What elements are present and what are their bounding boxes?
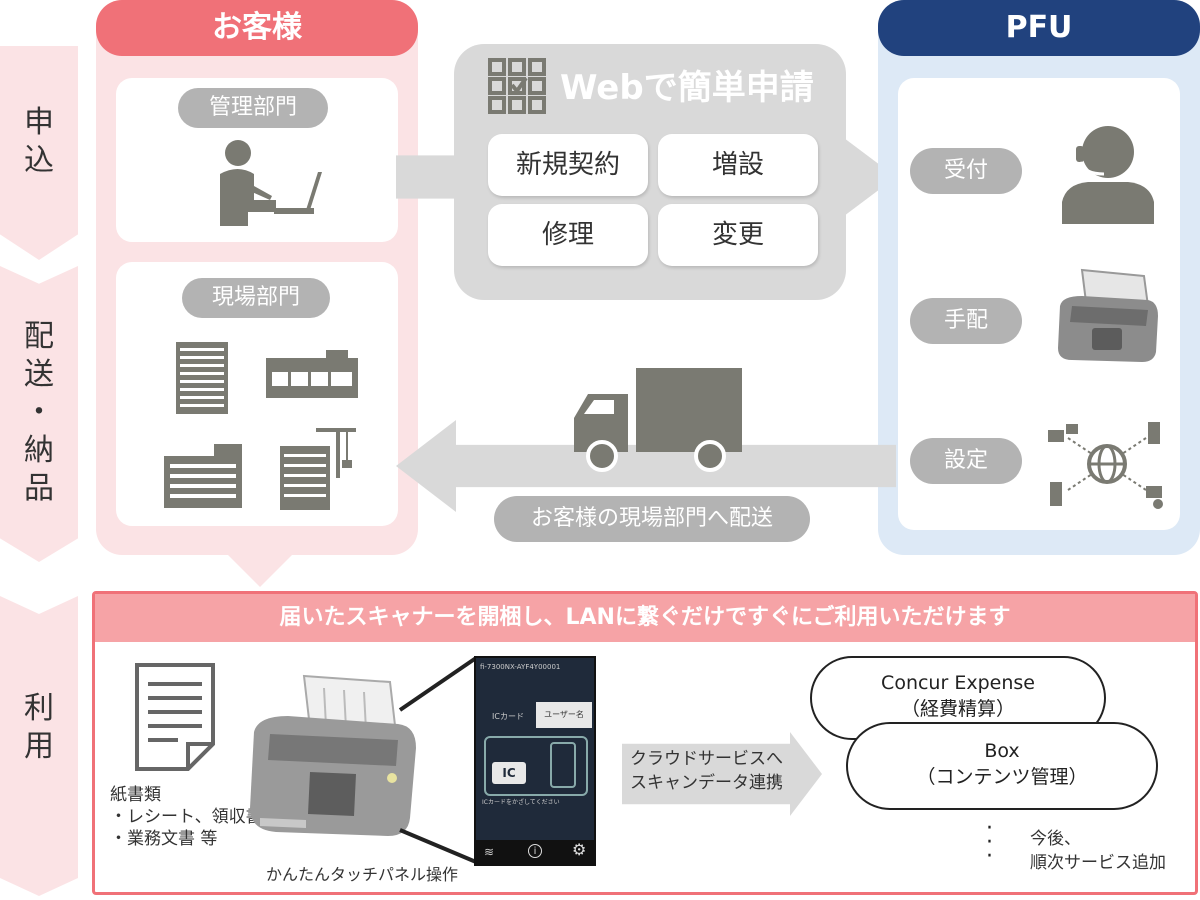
step-band-deliver [0,266,78,562]
touch-panel-card-area [484,736,588,796]
step-band-apply [0,46,78,260]
touch-panel-caption: かんたんタッチパネル操作 [266,865,459,884]
pfu-step-reception: 受付 [910,148,1022,194]
delivery-label: お客様の現場部門へ配送 [494,496,810,542]
service-box-name: Box [984,740,1020,762]
info-icon[interactable]: i [528,844,542,858]
form-checklist-icon [488,58,546,114]
step-band-use [0,596,78,896]
service-box: Box （コンテンツ管理） [846,722,1158,810]
touch-panel-ic-badge: IC [492,762,526,784]
usage-banner: 届いたスキャナーを開梱し、LANに繋ぐだけですぐにご利用いただけます [95,594,1195,642]
step-label-deliver: 配 送 ・ 納 品 [24,319,54,506]
touch-panel-topbar: fi-7300NX-AYF4Y00001 [480,663,561,671]
customer-column-pointer [226,553,294,587]
paper-docs-title: 紙書類 [110,785,161,805]
option-expansion[interactable]: 増設 [658,134,818,196]
touch-panel-tab-user[interactable]: ユーザー名 [536,702,592,728]
construction-site-icon [280,428,356,510]
service-concur-sub: （経費精算） [900,698,1015,720]
paper-docs-item-business: ・業務文書 等 [110,829,218,849]
scanner-small-icon [1058,268,1158,362]
option-repair[interactable]: 修理 [488,204,648,266]
cloud-link-label-line2: スキャンデータ連携 [630,773,783,793]
future-services-line1: 今後、 [1030,829,1081,849]
network-globe-icon [1048,422,1163,509]
paper-document-icon [135,663,215,771]
touch-panel-phone-outline [550,742,576,788]
paper-docs-item-receipts: ・レシート、領収書 [110,807,263,827]
zoom-callout-lines [398,656,478,864]
more-services-dots: ··· [986,816,993,869]
office-tower-icon [176,342,228,414]
cloud-link-arrow [622,732,822,816]
mgmt-dept-label: 管理部門 [178,88,328,128]
step-label-apply: 申 込 [24,105,54,178]
pfu-step-setup: 設定 [910,438,1022,484]
option-change[interactable]: 変更 [658,204,818,266]
service-concur-name: Concur Expense [881,672,1035,694]
office-worker-icon [220,140,322,226]
touch-panel-instruction: ICカードをかざしてください [482,799,560,806]
site-dept-label: 現場部門 [182,278,330,318]
touch-panel-screen[interactable]: fi-7300NX-AYF4Y00001 ICカード ユーザー名 IC ICカー… [474,656,596,866]
pfu-header: PFU [878,0,1200,56]
gear-icon[interactable]: ⚙ [572,840,587,859]
future-services-line2: 順次サービス追加 [1030,853,1166,873]
delivery-truck-icon [574,368,742,472]
step-label-use: 利 用 [24,691,54,764]
web-application-title: Webで簡単申請 [560,68,814,108]
wifi-icon[interactable]: ≋ [484,845,495,859]
factory-icon [266,350,358,398]
apartment-building-icon [164,444,242,508]
touch-panel-tab-ic[interactable]: ICカード [492,712,524,721]
option-new-contract[interactable]: 新規契約 [488,134,648,196]
scanner-icon [250,674,416,836]
pfu-step-arrangement: 手配 [910,298,1022,344]
service-box-sub: （コンテンツ管理） [916,766,1088,788]
customer-header: お客様 [96,0,418,56]
support-operator-icon [1062,120,1154,224]
cloud-link-label-line1: クラウドサービスへ [630,749,783,769]
